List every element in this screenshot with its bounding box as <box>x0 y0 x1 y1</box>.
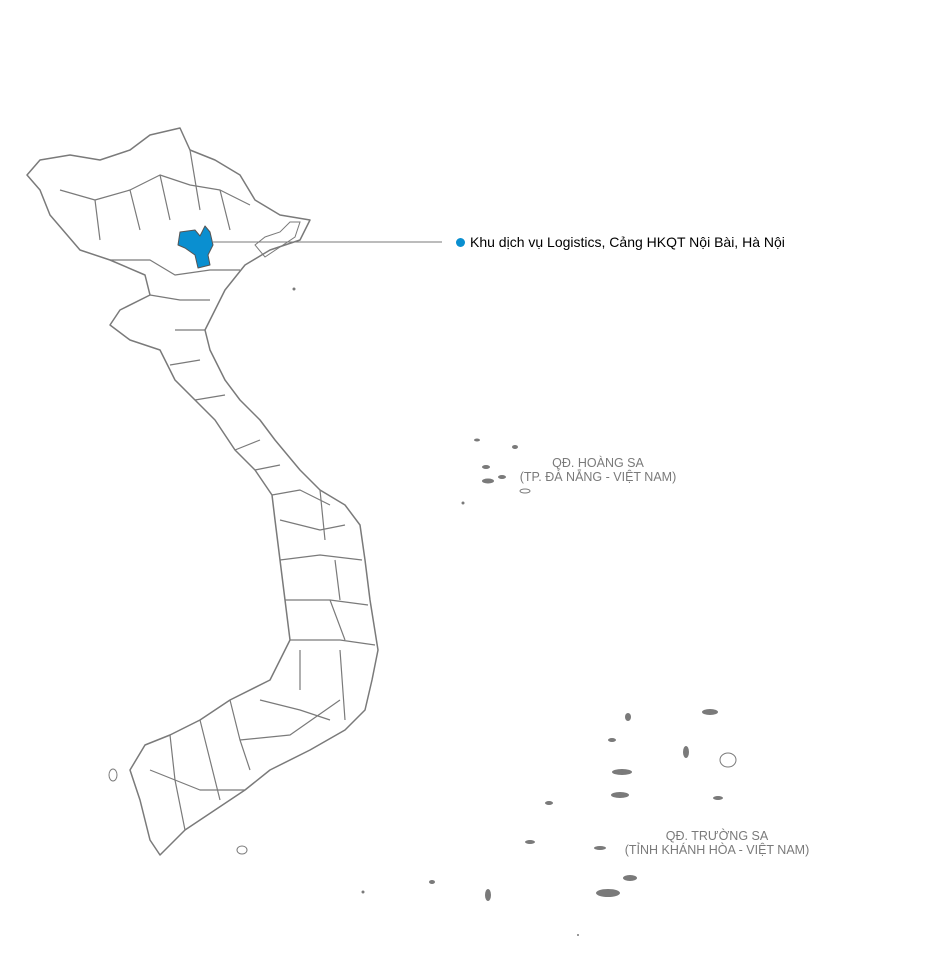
province-borders <box>59 149 376 831</box>
archipelago-sub: (TP. ĐÀ NẴNG - VIỆT NAM) <box>519 470 677 484</box>
vietnam-mainland <box>26 127 379 856</box>
location-dot-icon <box>456 237 465 247</box>
archipelago-sub: (TỈNH KHÁNH HÒA - VIỆT NAM) <box>624 843 810 857</box>
hanoi-highlight <box>177 225 214 269</box>
archipelago-name: QĐ. TRƯỜNG SA <box>665 829 769 843</box>
islands <box>108 221 737 936</box>
hoang-sa-label: QĐ. HOÀNG SA (TP. ĐÀ NẴNG - VIỆT NAM) <box>513 456 683 484</box>
truong-sa-label: QĐ. TRƯỜNG SA (TỈNH KHÁNH HÒA - VIỆT NAM… <box>617 829 817 857</box>
location-label: Khu dịch vụ Logistics, Cảng HKQT Nội Bài… <box>470 234 785 250</box>
archipelago-name: QĐ. HOÀNG SA <box>552 456 644 470</box>
location-marker[interactable]: Khu dịch vụ Logistics, Cảng HKQT Nội Bài… <box>456 234 785 250</box>
